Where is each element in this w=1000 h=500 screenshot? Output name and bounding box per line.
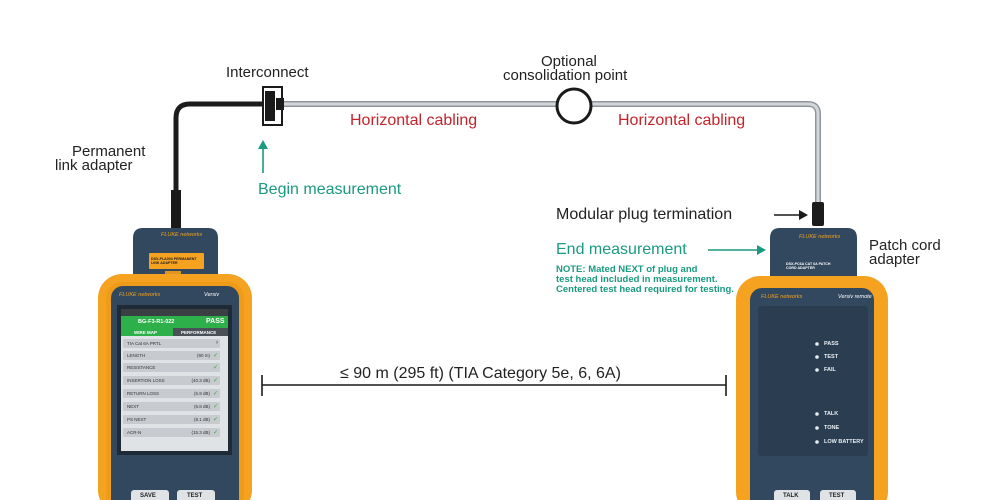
row-value: (8.1 dB)	[193, 417, 210, 422]
right-adapter-text: DSX-PC6A CAT 6A PATCH CORD ADAPTER	[786, 262, 831, 270]
left-adapter-text: DSX-PLA004 PERMANENT LINK ADAPTER	[151, 257, 197, 265]
modular-arrow	[774, 210, 808, 220]
right-device-brand: FLUKE networks	[761, 294, 803, 300]
row-label: INSERTION LOSS	[127, 378, 165, 383]
horizontal-cabling-left-label: Horizontal cabling	[350, 112, 478, 129]
row-label: PS NEXT	[127, 417, 147, 422]
left-save-button[interactable]: SAVE	[140, 493, 156, 499]
right-device-model: Versiv remote	[838, 294, 872, 300]
check-icon: ✓	[212, 353, 218, 359]
screen-row[interactable]: PS NEXT (8.1 dB)✓	[123, 415, 220, 424]
permanent-link-cable	[173, 101, 263, 228]
screen-tab-performance[interactable]: PERFORMANCE	[181, 330, 217, 335]
check-icon: ✓	[212, 378, 218, 384]
row-value: (40.3 dB)	[191, 378, 210, 383]
row-label: LENGTH	[127, 353, 146, 358]
check-icon: ✓	[212, 417, 218, 423]
horizontal-cabling-right-label: Horizontal cabling	[618, 112, 746, 129]
distance-dimension	[261, 375, 727, 396]
row-label: RETURN LOSS	[127, 391, 160, 396]
chevron-right-icon: ›	[216, 340, 218, 346]
permanent-link-label-2: link adapter	[55, 157, 133, 174]
left-device-model: Versiv	[204, 292, 220, 298]
right-brand-logo: FLUKE networks	[799, 234, 841, 240]
left-device-brand: FLUKE networks	[119, 292, 161, 298]
end-arrow	[708, 245, 766, 255]
screen-row[interactable]: INSERTION LOSS (40.3 dB)✓	[123, 376, 220, 385]
led-tone-label: TONE	[824, 425, 840, 431]
screen-row[interactable]: RETURN LOSS (5.9 dB)✓	[123, 389, 220, 398]
row-label: TIA Cat 6A PRTL	[127, 341, 162, 346]
permanent-link-label-1: Permanent	[72, 143, 146, 160]
row-value: (5.9 dB)	[193, 391, 210, 396]
check-icon: ✓	[212, 365, 218, 371]
led-fail-label: FAIL	[824, 367, 836, 373]
row-label: RESISTANCE	[127, 365, 156, 370]
led-test-label: TEST	[824, 354, 839, 360]
end-measurement-label: End measurement	[556, 241, 687, 258]
row-value: (90 m)	[196, 353, 210, 358]
right-test-button[interactable]: TEST	[829, 493, 845, 499]
consolidation-point	[555, 87, 593, 125]
left-test-button[interactable]: TEST	[187, 493, 203, 499]
check-icon: ✓	[212, 404, 218, 410]
row-label: NEXT	[127, 404, 140, 409]
led-low-battery-label: LOW BATTERY	[824, 439, 864, 445]
patch-cord-label-1: Patch cord	[869, 237, 941, 254]
modular-plug	[812, 202, 824, 226]
note-line-2: test head included in measurement.	[556, 274, 718, 285]
check-icon: ✓	[212, 430, 218, 436]
optional-label: Optional	[541, 53, 597, 70]
screen-tab-wire-map[interactable]: WIRE MAP	[134, 330, 157, 335]
row-label: ACR-N	[127, 430, 142, 435]
consolidation-label: consolidation point	[503, 67, 628, 84]
right-tester	[736, 228, 888, 500]
led-talk-label: TALK	[824, 411, 839, 417]
begin-arrow	[258, 140, 268, 173]
interconnect-jack	[262, 86, 284, 126]
right-talk-button[interactable]: TALK	[783, 493, 799, 499]
modular-plug-label: Modular plug termination	[556, 206, 733, 223]
screen-row[interactable]: LENGTH (90 m)✓	[123, 351, 220, 360]
left-brand-logo: FLUKE networks	[161, 232, 203, 238]
row-value: (15.3 dB)	[191, 430, 210, 435]
distance-label: ≤ 90 m (295 ft) (TIA Category 5e, 6, 6A)	[340, 365, 621, 382]
screen-result: PASS	[206, 318, 225, 325]
screen-row[interactable]: RESISTANCE ✓	[123, 363, 220, 372]
note-line-1: NOTE: Mated NEXT of plug and	[556, 264, 698, 275]
patch-cord-label-2: adapter	[869, 251, 920, 268]
screen-row[interactable]: NEXT (6.8 dB)✓	[123, 402, 220, 411]
note-line-3: Centered test head required for testing.	[556, 284, 734, 295]
screen-row[interactable]: ACR-N (15.3 dB)✓	[123, 428, 220, 437]
interconnect-label: Interconnect	[226, 64, 309, 81]
screen-cable-id: BG-F3-R1-022	[138, 319, 175, 325]
row-value: (6.8 dB)	[193, 404, 210, 409]
begin-measurement-label: Begin measurement	[258, 181, 402, 198]
screen-row[interactable]: TIA Cat 6A PRTL ›	[123, 339, 220, 348]
led-pass-label: PASS	[824, 341, 839, 347]
check-icon: ✓	[212, 391, 218, 397]
